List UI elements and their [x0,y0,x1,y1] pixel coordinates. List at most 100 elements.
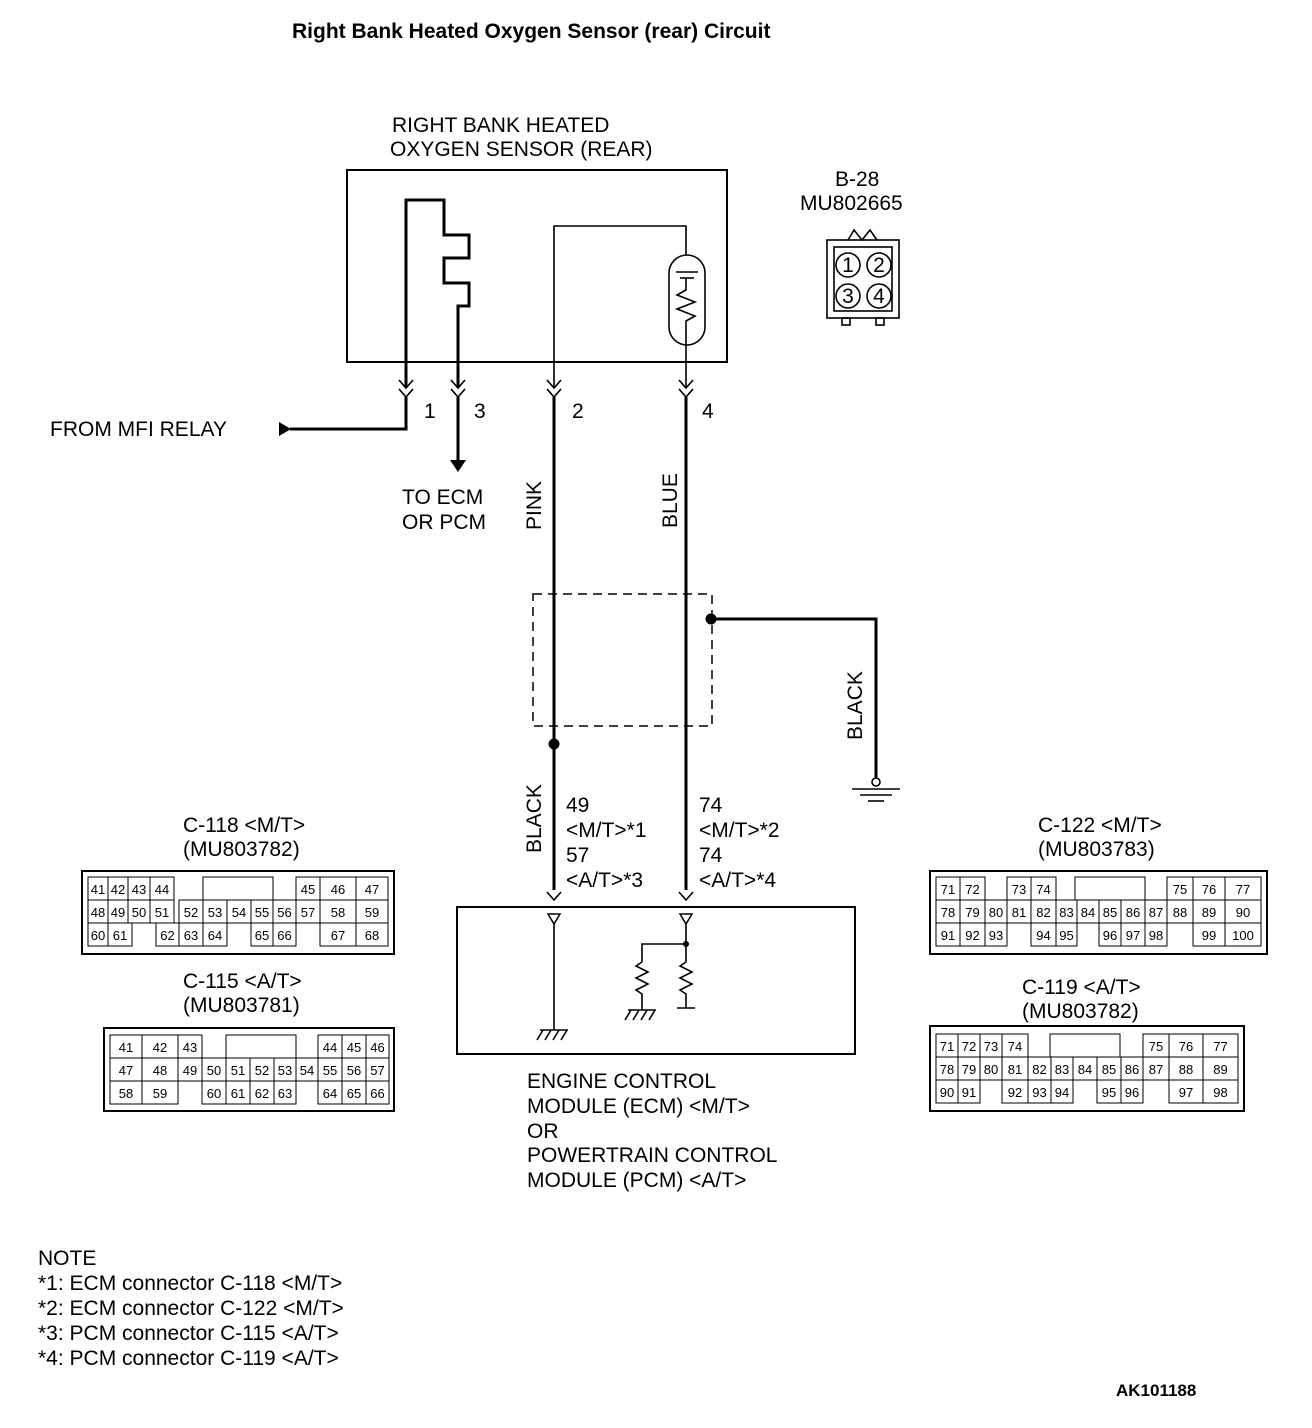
connector-c115-part: (MU803781) [183,994,300,1017]
connector-pin-number: 43 [132,882,146,897]
connector-pin-number: 77 [1236,882,1250,897]
connector-pin-number: 74 [1036,882,1050,897]
terminal-4: 4 [702,400,714,423]
connector-pin-number: 72 [965,882,979,897]
connector-pin-cell [984,922,1008,947]
connector-pin-number: 63 [278,1086,292,1101]
connector-pin-cell [225,1034,297,1059]
ecm-terminal-right-4: <A/T>*4 [699,869,776,892]
diagram-title: Right Bank Heated Oxygen Sensor (rear) C… [292,20,770,43]
connector-pin-number: 89 [1202,905,1216,920]
connector-pin-number: 81 [1012,905,1026,920]
connector-pin-number: 73 [1012,882,1026,897]
ecm-terminal-left-2: <M/T>*1 [566,819,647,842]
connector-pin-number: 52 [184,905,198,920]
connector-pin-number: 93 [989,928,1003,943]
ecm-label-line2: MODULE (ECM) <M/T> [527,1095,750,1118]
terminal-2: 2 [572,400,584,423]
connector-pin-number: 97 [1126,928,1140,943]
connector-pin-number: 86 [1126,905,1140,920]
sensing-element [553,225,706,388]
connector-pin-number: 80 [989,905,1003,920]
connector-pin-number: 56 [347,1063,361,1078]
sensor-pin-1: 1 [842,254,854,277]
connector-pin-number: 83 [1059,905,1073,920]
ecm-internal-circuit [536,913,695,1041]
connector-pin-number: 54 [232,905,246,920]
connector-pin-number: 62 [160,928,174,943]
connector-pin-number: 99 [1202,928,1216,943]
connector-pin-number: 50 [132,905,146,920]
sensor-name-line2: OXYGEN SENSOR (REAR) [390,138,653,161]
connector-pin-cell [141,1080,179,1105]
connector-pin-number: 87 [1149,905,1163,920]
connector-pin-number: 41 [119,1040,133,1055]
connector-c119-part: (MU803782) [1022,1000,1139,1023]
connector-pin-number: 85 [1102,1062,1116,1077]
connector-pin-number: 82 [1032,1062,1046,1077]
connector-pin-number: 87 [1149,1062,1163,1077]
connector-pin-cell [202,876,274,901]
connector-pin-number: 71 [940,1039,954,1054]
ecm-terminal-left-3: 57 [566,844,589,867]
ecm-terminal-left-1: 49 [566,794,589,817]
connector-pin-number: 93 [1032,1085,1046,1100]
connector-pin-number: 79 [962,1062,976,1077]
connector-pin-number: 43 [183,1040,197,1055]
connector-pin-number: 97 [1179,1085,1193,1100]
terminal-3: 3 [474,400,486,423]
connector-pin-number: 68 [365,928,379,943]
ecm-label-line3: OR [527,1120,559,1143]
from-mfi-relay-label: FROM MFI RELAY [50,418,227,441]
connector-pin-number: 98 [1149,928,1163,943]
connector-pin-number: 44 [155,882,169,897]
sensor-connector-id: B-28 [835,168,879,191]
sensor-connector-face [826,228,900,326]
connector-pin-number: 100 [1232,928,1254,943]
connector-pin-cell [1120,1079,1144,1104]
note-line-3: *3: PCM connector C-115 <A/T> [38,1322,339,1345]
connector-pin-number: 85 [1103,905,1117,920]
ecm-terminal-right-2: <M/T>*2 [699,819,780,842]
connector-pin-number: 58 [331,905,345,920]
connector-pin-cell [272,922,297,947]
connector-pin-number: 65 [255,928,269,943]
sensor-connector-part: MU802665 [800,192,903,215]
connector-pin-number: 95 [1102,1085,1116,1100]
connector-pin-number: 62 [255,1086,269,1101]
connector-pin-number: 96 [1125,1085,1139,1100]
connector-pin-number: 66 [277,928,291,943]
connector-pin-number: 42 [153,1040,167,1055]
connector-pin-number: 44 [323,1040,337,1055]
connector-pin-cell [1074,876,1146,901]
connector-pin-number: 60 [207,1086,221,1101]
connector-pin-number: 59 [153,1086,167,1101]
connector-pin-number: 64 [323,1086,337,1101]
connector-pin-number: 54 [300,1063,314,1078]
connector-pin-number: 45 [347,1040,361,1055]
connector-pin-number: 61 [231,1086,245,1101]
connector-pin-number: 50 [207,1063,221,1078]
connector-pin-number: 71 [941,882,955,897]
connector-pin-number: 84 [1081,905,1095,920]
wire-color-blue: BLUE [659,473,682,528]
connector-pin-number: 76 [1179,1039,1193,1054]
connector-pin-number: 80 [984,1062,998,1077]
heater-element [404,198,471,388]
connector-pin-number: 79 [965,905,979,920]
connector-pin-number: 92 [965,928,979,943]
connector-pin-number: 49 [183,1063,197,1078]
ecm-box [456,906,856,1055]
sensor-pin-2: 2 [873,254,885,277]
connector-pin-number: 53 [208,905,222,920]
connector-pin-number: 72 [962,1039,976,1054]
connector-pin-number: 60 [91,928,105,943]
note-line-4: *4: PCM connector C-119 <A/T> [38,1347,339,1370]
connector-pin-number: 41 [91,882,105,897]
connector-pin-cell [1055,922,1078,947]
note-heading: NOTE [38,1247,96,1270]
connector-pin-number: 75 [1173,882,1187,897]
terminal-1: 1 [424,400,436,423]
connector-pin-number: 42 [111,882,125,897]
